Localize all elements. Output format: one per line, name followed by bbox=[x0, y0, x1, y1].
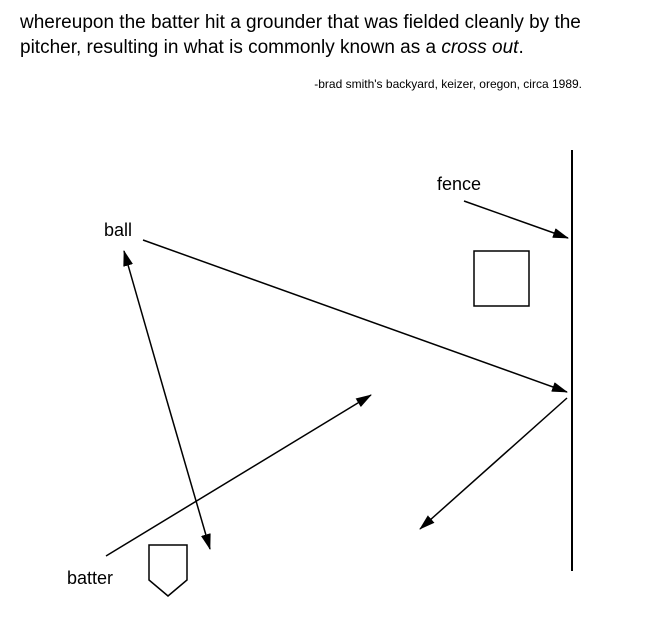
caption: whereupon the batter hit a grounder that… bbox=[20, 10, 620, 60]
fence-label: fence bbox=[437, 174, 481, 194]
caption-emphasis: cross out bbox=[441, 37, 519, 58]
ball-label: ball bbox=[104, 220, 132, 240]
rebound-arrow bbox=[419, 397, 568, 530]
ball-up-arrow bbox=[123, 250, 168, 402]
ball-down-arrow bbox=[166, 400, 211, 550]
batter-label: batter bbox=[67, 568, 113, 588]
attribution: -brad smith's backyard, keizer, oregon, … bbox=[314, 77, 582, 91]
ball-to-fence-arrow bbox=[142, 239, 568, 393]
second-base bbox=[473, 250, 530, 307]
fence-pointer-arrow bbox=[463, 200, 569, 239]
batter-hit-arrow bbox=[105, 394, 372, 557]
caption-text: whereupon the batter hit a grounder that… bbox=[20, 12, 581, 58]
home-plate bbox=[148, 544, 188, 597]
caption-end: . bbox=[518, 37, 524, 58]
